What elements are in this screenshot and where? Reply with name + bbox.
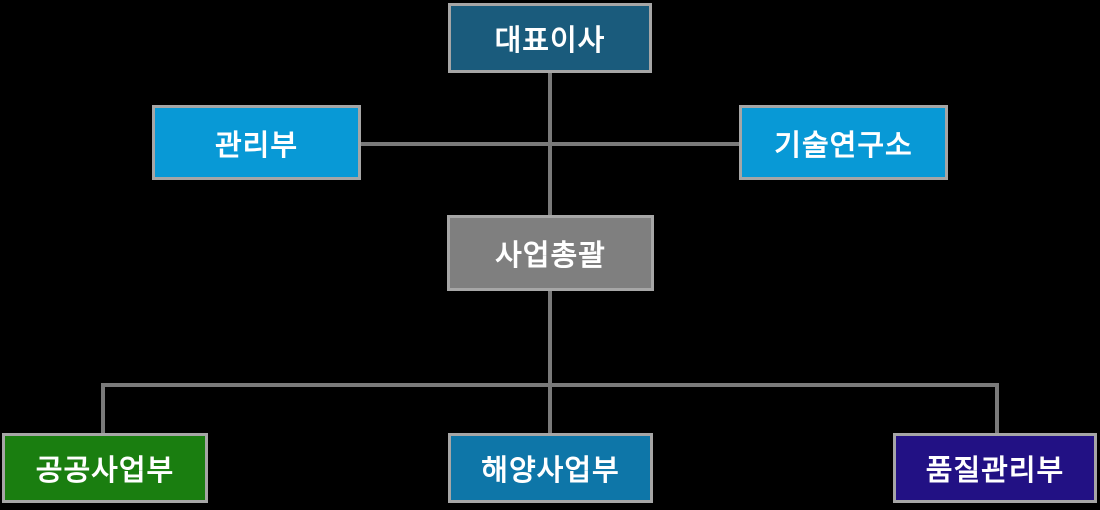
org-node-quality-management-label: 품질관리부: [925, 455, 1065, 487]
connector-drop-marine-business: [548, 387, 552, 433]
org-node-quality-management: 품질관리부: [893, 433, 1097, 503]
connector-distribution-bar: [101, 383, 999, 387]
connector-business-to-distribution: [548, 291, 552, 387]
org-node-management: 관리부: [152, 105, 361, 180]
org-node-public-business: 공공사업부: [2, 433, 208, 503]
org-node-management-label: 관리부: [214, 129, 299, 162]
org-node-business-general-label: 사업총괄: [495, 240, 606, 272]
org-node-marine-business: 해양사업부: [448, 433, 653, 503]
org-node-ceo-label: 대표이사: [494, 25, 606, 57]
org-node-tech-research-label: 기술연구소: [774, 129, 913, 162]
org-node-marine-business-label: 해양사업부: [481, 455, 620, 487]
org-node-public-business-label: 공공사업부: [35, 455, 175, 487]
org-node-business-general: 사업총괄: [447, 215, 654, 291]
connector-drop-public-business: [101, 387, 105, 433]
connector-management-tech-crossbar: [361, 142, 739, 146]
connector-drop-quality-management: [995, 387, 999, 433]
org-node-tech-research: 기술연구소: [739, 105, 948, 180]
org-node-ceo: 대표이사: [448, 3, 652, 73]
